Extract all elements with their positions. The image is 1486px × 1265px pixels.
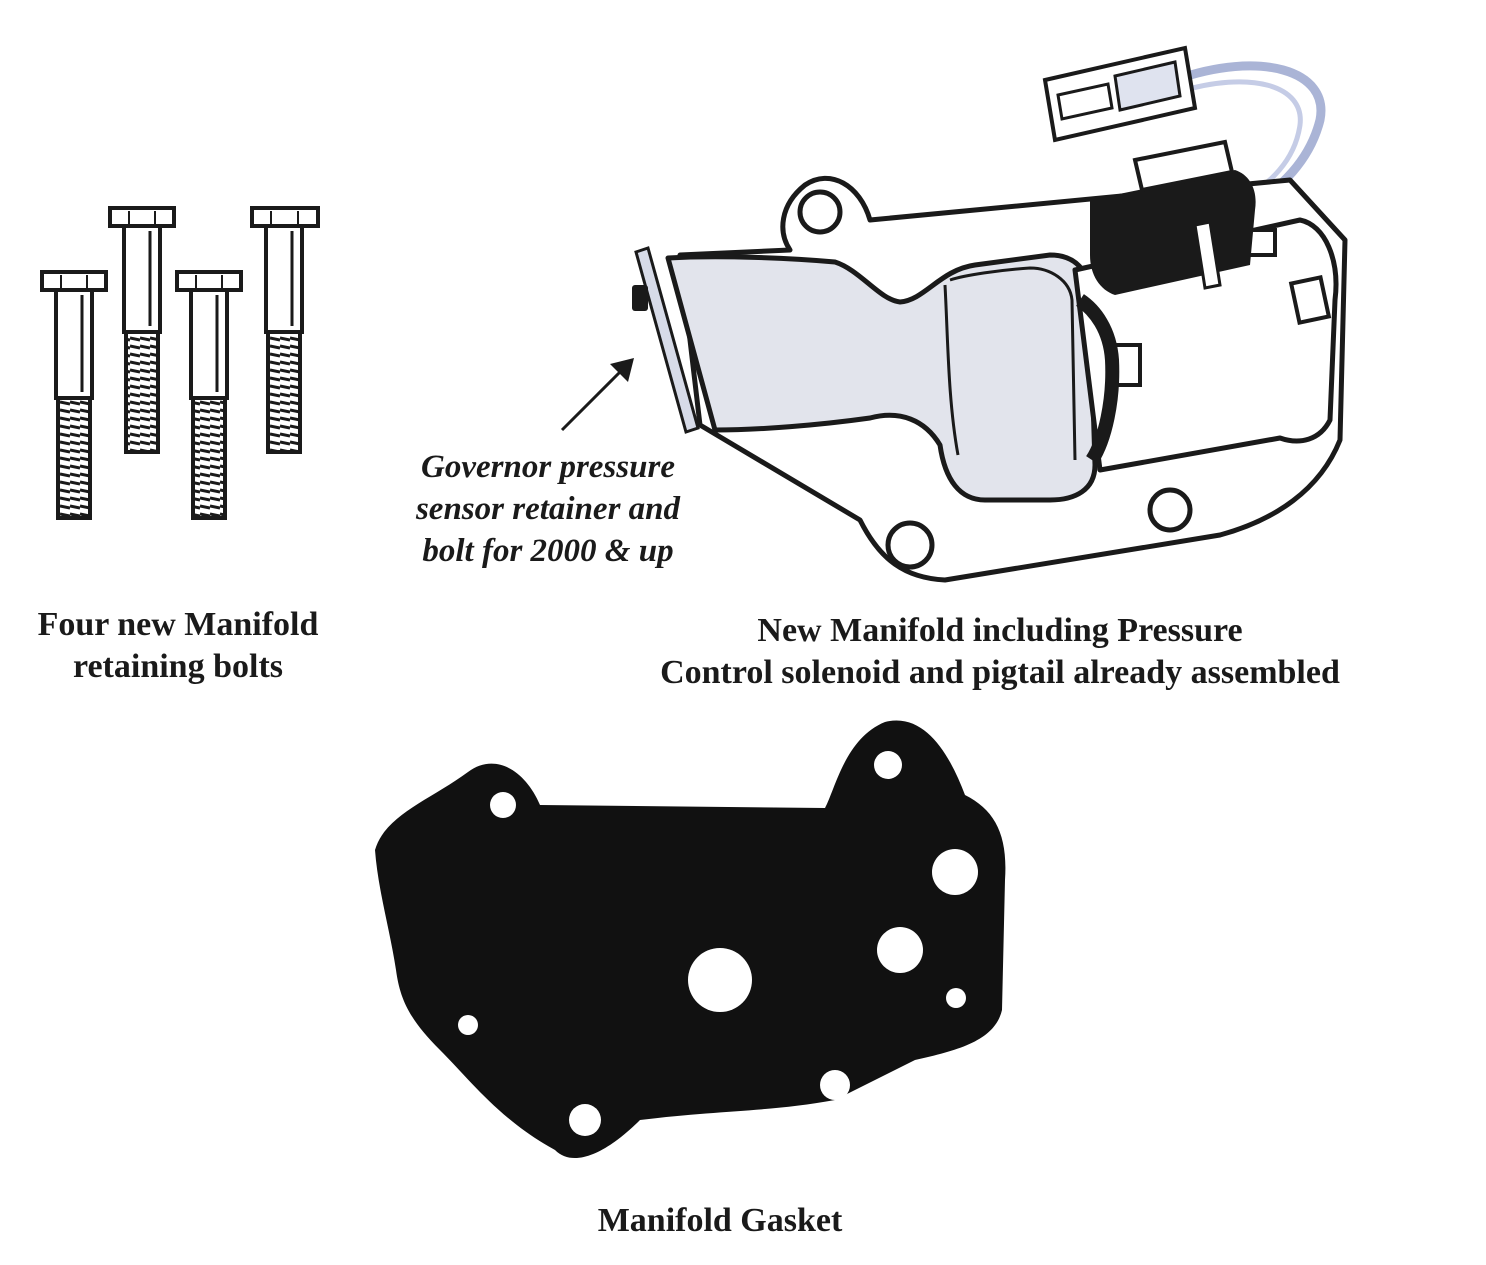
governor-retainer-plate (634, 246, 700, 434)
manifold-gasket-illustration (375, 720, 1006, 1159)
gasket-caption: Manifold Gasket (520, 1200, 920, 1242)
pigtail-connector (1042, 45, 1198, 143)
manifold-caption-line2: Control solenoid and pigtail already ass… (660, 654, 1340, 691)
manifold-caption: New Manifold including Pressure Control … (590, 610, 1410, 694)
bolts-caption-line2: retaining bolts (72, 648, 283, 685)
bolts-caption-line1: Four new Manifold (37, 606, 319, 643)
gasket-caption-text: Manifold Gasket (597, 1202, 843, 1239)
bolt-1 (40, 270, 108, 520)
bolt-4 (250, 206, 320, 454)
manifold-body (665, 252, 1098, 503)
manifold-illustration (560, 45, 1348, 583)
callout-arrow (560, 358, 634, 432)
callout-line1: Governor pressure (421, 449, 675, 485)
callout-line3: bolt for 2000 & up (422, 533, 674, 569)
gasket-body (375, 720, 1006, 1159)
bolt-2 (108, 206, 176, 454)
pressure-control-solenoid (1072, 139, 1339, 473)
governor-callout-label: Governor pressure sensor retainer and bo… (382, 446, 714, 572)
manifold-caption-line1: New Manifold including Pressure (757, 612, 1243, 649)
bolt-3 (175, 270, 243, 520)
callout-line2: sensor retainer and (415, 491, 681, 527)
retainer-bolt (632, 285, 648, 311)
bolts-caption: Four new Manifold retaining bolts (0, 604, 356, 688)
